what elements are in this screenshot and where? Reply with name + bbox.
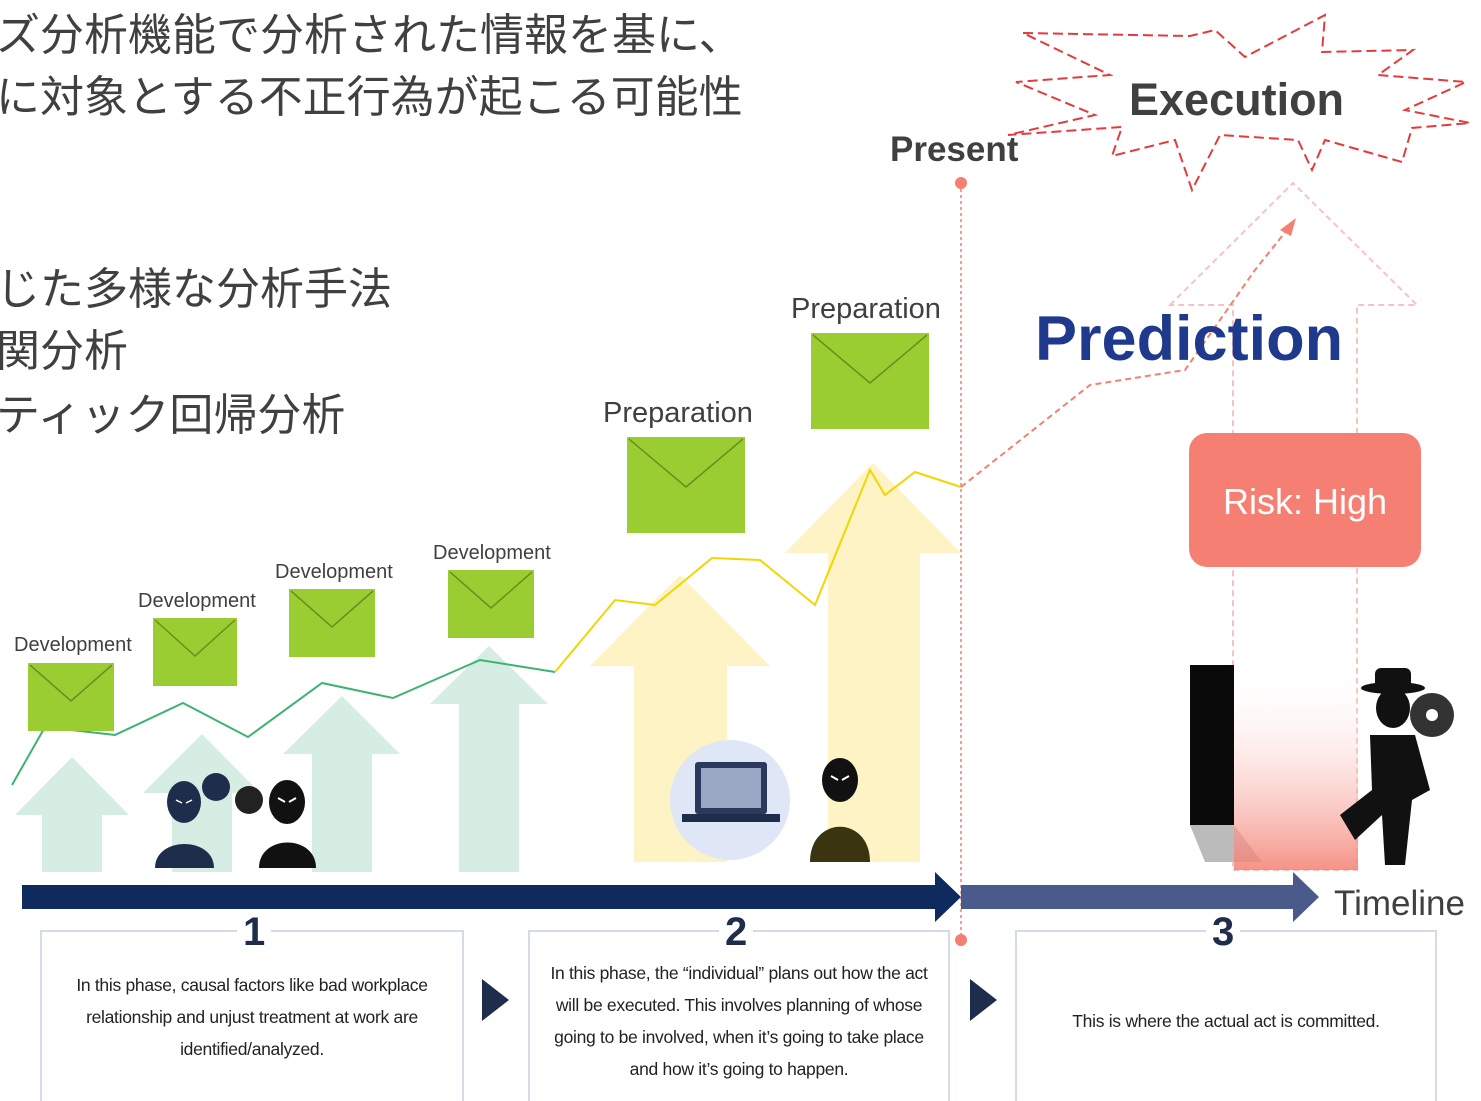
envelope-icon	[153, 618, 237, 686]
angry-person-icon	[259, 780, 316, 868]
envelope-icon	[28, 663, 114, 731]
phase-2-number: 2	[719, 912, 754, 952]
envelope-icon	[627, 437, 745, 533]
chevron-right-icon	[970, 979, 997, 1021]
envelope-icon	[448, 570, 534, 638]
door-icon	[1190, 665, 1234, 825]
prediction-trend-line	[960, 224, 1292, 488]
worried-person-icon	[155, 781, 214, 868]
prediction-arrow-outline	[1167, 181, 1420, 871]
angry-person-icon	[810, 758, 870, 862]
jp-line-2: に対象とする不正行為が起こる可能性	[0, 72, 743, 123]
phase-box-3: This is where the actual act is committe…	[1015, 930, 1437, 1101]
phase-3-text: This is where the actual act is committe…	[1072, 1011, 1380, 1031]
prediction-label: Prediction	[1035, 304, 1344, 374]
preparation-label: Preparation	[791, 293, 941, 325]
chevron-right-icon	[482, 979, 509, 1021]
phase-3-number: 3	[1206, 912, 1241, 952]
preparation-label: Preparation	[603, 397, 753, 429]
envelope-icon	[289, 589, 375, 657]
phase-2-text: In this phase, the “individual” plans ou…	[550, 963, 928, 1079]
jp-line-3: じた多様な分析手法	[0, 264, 392, 315]
development-label: Development	[138, 590, 256, 612]
present-label: Present	[890, 130, 1019, 169]
jp-line-5: ティック回帰分析	[0, 390, 346, 441]
development-label: Development	[275, 561, 393, 583]
risk-badge: Risk: High	[1189, 433, 1421, 567]
phase-box-1: In this phase, causal factors like bad w…	[40, 930, 464, 1101]
phase-1-text: In this phase, causal factors like bad w…	[76, 975, 428, 1059]
development-arrows	[15, 646, 548, 872]
jp-line-4: 関分析	[0, 326, 128, 377]
yellow-trend-line	[554, 467, 962, 673]
jp-line-1: ズ分析機能で分析された情報を基に、	[0, 10, 743, 61]
phase-box-2: In this phase, the “individual” plans ou…	[528, 930, 950, 1101]
laptop-lock-icon	[670, 740, 790, 860]
execution-burst	[1007, 13, 1471, 193]
hooded-thief-icon	[1340, 668, 1454, 865]
development-label: Development	[433, 542, 551, 564]
prediction-arrowhead	[1280, 218, 1296, 236]
development-label: Development	[14, 634, 132, 656]
risk-label: Risk: High	[1222, 481, 1388, 522]
envelope-icon	[811, 333, 929, 429]
speech-bubble-icon	[202, 773, 263, 814]
timeline-label: Timeline	[1334, 884, 1465, 923]
timeline-bar	[22, 885, 937, 909]
phase-1-number: 1	[237, 912, 272, 952]
execution-label: Execution	[1129, 74, 1345, 125]
